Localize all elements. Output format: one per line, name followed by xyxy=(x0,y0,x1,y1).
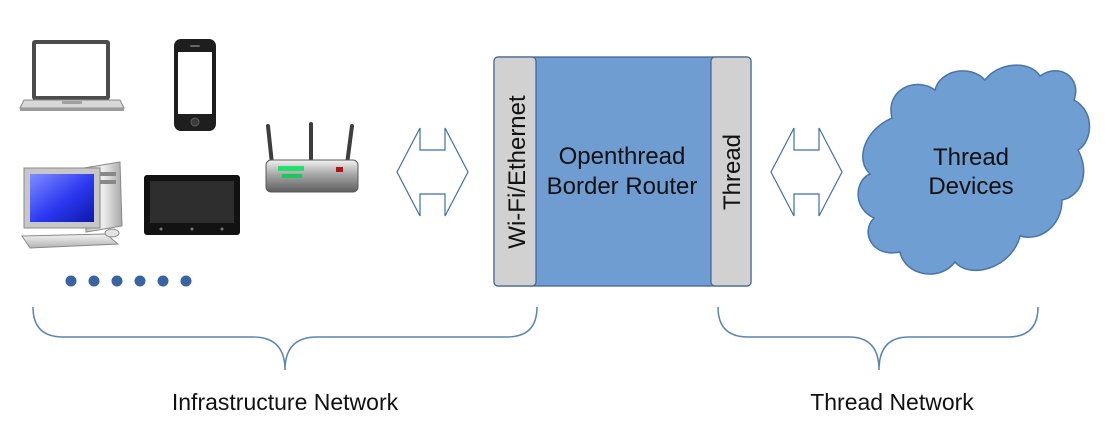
wifi-router-icon xyxy=(265,122,359,193)
cloud-label-line2: Devices xyxy=(928,173,1013,200)
laptop-icon xyxy=(19,40,125,111)
desktop-computer-icon xyxy=(21,161,123,249)
thread-interface xyxy=(710,56,752,287)
border-router: Wi-Fi/Ethernet Openthread Border Router … xyxy=(493,56,752,287)
infrastructure-brace xyxy=(32,306,538,371)
wifi-ethernet-interface xyxy=(493,56,537,287)
double-arrow-icon xyxy=(396,127,469,217)
infrastructure-network-label: Infrastructure Network xyxy=(172,389,399,415)
router-title-line1: Openthread xyxy=(559,143,686,170)
thread-brace xyxy=(717,306,1039,371)
cloud-icon: Thread Devices xyxy=(857,64,1091,275)
cloud-label-line1: Thread xyxy=(933,144,1009,171)
tablet-icon xyxy=(144,175,240,235)
thread-network-label: Thread Network xyxy=(810,389,974,415)
router-title-line2: Border Router xyxy=(547,173,698,200)
ellipsis-dots-icon xyxy=(65,275,192,287)
double-arrow-icon xyxy=(770,127,843,217)
smartphone-icon xyxy=(174,39,216,131)
thread-interface-label: Thread xyxy=(719,134,746,210)
wifi-ethernet-label: Wi-Fi/Ethernet xyxy=(504,95,531,249)
